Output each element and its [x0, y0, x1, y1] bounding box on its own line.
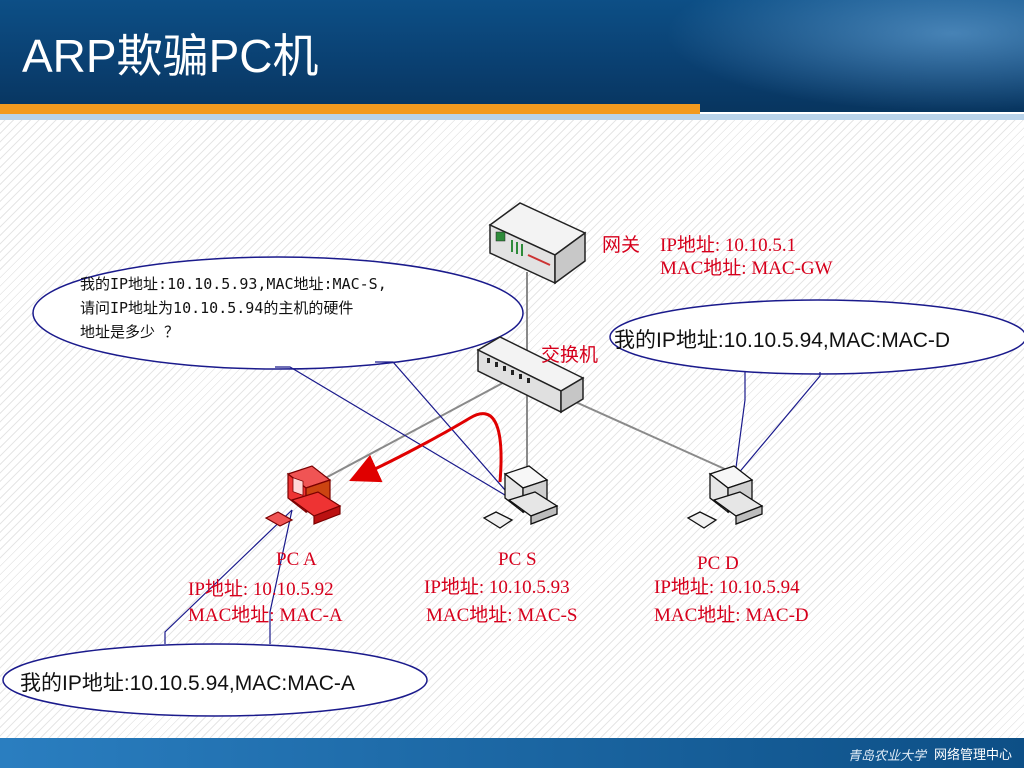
- footer-brand: 网络管理中心: [933, 748, 1012, 763]
- pc-s-name: PC S: [498, 549, 537, 570]
- tail-a-2: [269, 509, 293, 644]
- pc-d-ip: IP地址: 10.10.5.94: [654, 577, 800, 598]
- pc-s-ip: IP地址: 10.10.5.93: [424, 577, 570, 598]
- university-seal: 青岛农业大学: [847, 749, 926, 764]
- pc-a-mac: MAC地址: MAC-A: [188, 605, 343, 626]
- bubble-d-text: 我的IP地址:10.10.5.94,MAC:MAC-D: [614, 329, 951, 352]
- pc-d-mac: MAC地址: MAC-D: [654, 605, 809, 626]
- slide-title: ARP欺骗PC机: [22, 30, 319, 82]
- pc-a-icon: [264, 465, 342, 527]
- slide-footer: 青岛农业大学 网络管理中心: [0, 738, 1024, 768]
- gateway-name: 网关: [602, 235, 641, 256]
- gateway-mac: MAC地址: MAC-GW: [660, 258, 833, 279]
- tail-d-2: [736, 372, 821, 476]
- router-icon: [488, 202, 587, 285]
- tail-a-1: [164, 509, 293, 644]
- header-glow: [664, 0, 1024, 112]
- pc-d-icon: [686, 465, 764, 529]
- bubble-s-line2: 请问IP地址为10.10.5.94的主机的硬件: [80, 299, 354, 317]
- pc-a-name: PC A: [276, 549, 317, 570]
- pc-a-ip: IP地址: 10.10.5.92: [188, 579, 334, 600]
- accent-bar: [0, 104, 700, 114]
- cable-switch-pca: [317, 377, 513, 483]
- accent-line: [0, 114, 1024, 120]
- pc-s-icon: [482, 465, 559, 529]
- gateway-ip: IP地址: 10.10.5.1: [660, 235, 797, 256]
- pc-s-mac: MAC地址: MAC-S: [426, 605, 578, 626]
- callout-bubble-a: [2, 643, 428, 717]
- pc-d-name: PC D: [697, 553, 739, 574]
- bubble-a-text: 我的IP地址:10.10.5.94,MAC:MAC-A: [20, 672, 355, 695]
- tail-d-1: [734, 372, 746, 476]
- spoof-arrow: [349, 412, 503, 483]
- switch-icon: [476, 336, 585, 414]
- switch-name: 交换机: [541, 345, 599, 366]
- callout-tails: [164, 361, 821, 644]
- callout-bubble-s: [32, 256, 524, 370]
- cable-switch-pcd: [559, 394, 728, 471]
- callout-bubble-d: [609, 299, 1024, 375]
- tail-s-2: [375, 361, 513, 499]
- bubble-s-line1: 我的IP地址:10.10.5.93,MAC地址:MAC-S,: [80, 275, 387, 293]
- slide-header: ARP欺骗PC机: [0, 0, 1024, 112]
- tail-s-1: [275, 366, 511, 499]
- bubble-s-line3: 地址是多少 ？: [80, 323, 180, 341]
